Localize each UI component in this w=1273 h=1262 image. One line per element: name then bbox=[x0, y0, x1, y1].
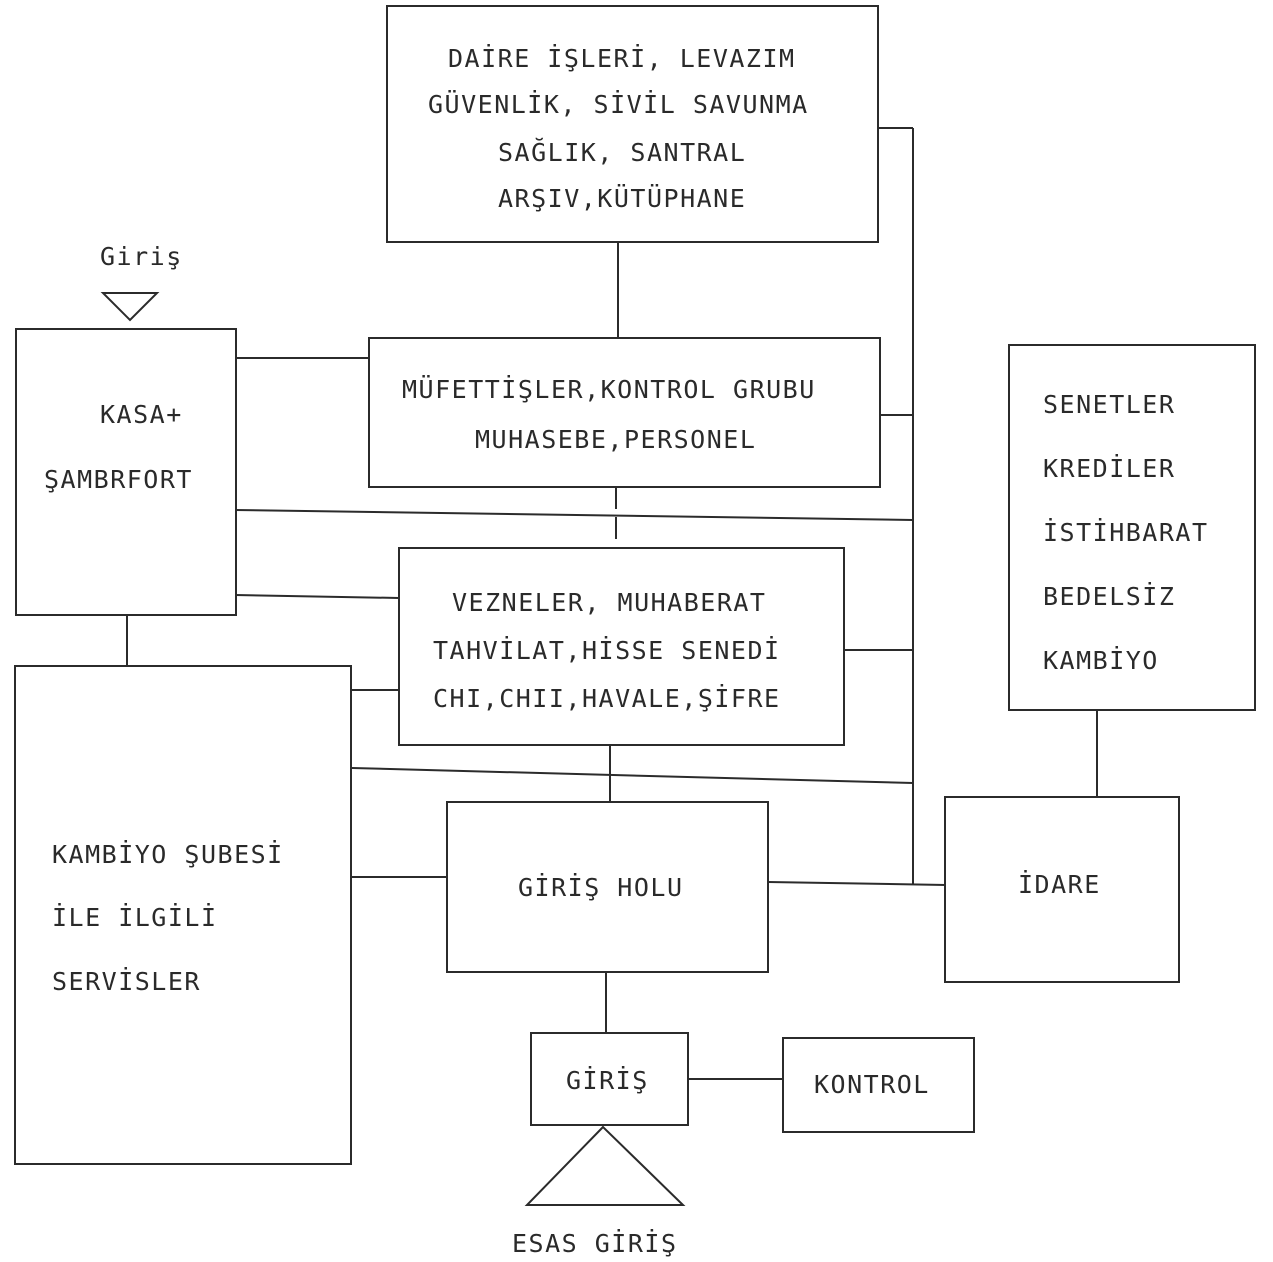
exchange-branch-line-3: SERVİSLER bbox=[52, 967, 201, 996]
vault-line-1: KASA+ bbox=[100, 400, 183, 429]
side-entrance-label: Giriş bbox=[100, 242, 183, 271]
main-entrance-triangle bbox=[524, 1125, 686, 1206]
control-label: KONTROL bbox=[814, 1070, 930, 1099]
admin-services-line-2: GÜVENLİK, SİVİL SAVUNMA bbox=[428, 90, 809, 119]
admin-services-line-1: DAİRE İŞLERİ, LEVAZIM bbox=[448, 44, 796, 73]
inspection-box bbox=[368, 337, 881, 488]
connector-kasa-bus bbox=[234, 509, 914, 521]
securities-line-2: KREDİLER bbox=[1043, 454, 1176, 483]
entrance-box bbox=[530, 1032, 689, 1126]
control-box bbox=[782, 1037, 975, 1133]
securities-line-1: SENETLER bbox=[1043, 390, 1176, 419]
main-entrance-label: ESAS GİRİŞ bbox=[512, 1229, 678, 1258]
entrance-hall-box bbox=[446, 801, 769, 973]
inspection-line-2: MUHASEBE,PERSONEL bbox=[475, 425, 757, 454]
vault-line-2: ŞAMBRFORT bbox=[44, 465, 193, 494]
administration-box bbox=[944, 796, 1180, 983]
connector-kambiyo-bus bbox=[351, 767, 914, 784]
entrance-hall-label: GİRİŞ HOLU bbox=[518, 873, 684, 902]
administration-label: İDARE bbox=[1018, 870, 1101, 899]
inspection-line-1: MÜFETTİŞLER,KONTROL GRUBU bbox=[402, 375, 816, 404]
admin-services-line-4: ARŞIV,KÜTÜPHANE bbox=[498, 184, 747, 213]
admin-services-box bbox=[386, 5, 879, 243]
teller-line-2: TAHVİLAT,HİSSE SENEDİ bbox=[433, 636, 781, 665]
securities-line-4: BEDELSİZ bbox=[1043, 582, 1176, 611]
side-entrance-triangle bbox=[100, 292, 160, 322]
exchange-branch-box bbox=[14, 665, 352, 1165]
securities-line-5: KAMBİYO bbox=[1043, 646, 1159, 675]
exchange-branch-line-1: KAMBİYO ŞUBESİ bbox=[52, 840, 284, 869]
exchange-branch-line-2: İLE İLGİLİ bbox=[52, 903, 218, 932]
teller-box bbox=[398, 547, 845, 746]
connector-holu-idare bbox=[767, 881, 947, 886]
teller-line-3: CHI,CHII,HAVALE,ŞİFRE bbox=[433, 684, 781, 713]
teller-line-1: VEZNELER, MUHABERAT bbox=[452, 588, 767, 617]
securities-box bbox=[1008, 344, 1256, 711]
entrance-label: GİRİŞ bbox=[566, 1066, 649, 1095]
connector-kasa-vezne bbox=[234, 594, 400, 599]
vault-box bbox=[15, 328, 237, 616]
securities-line-3: İSTİHBARAT bbox=[1043, 518, 1209, 547]
admin-services-line-3: SAĞLIK, SANTRAL bbox=[498, 138, 747, 167]
